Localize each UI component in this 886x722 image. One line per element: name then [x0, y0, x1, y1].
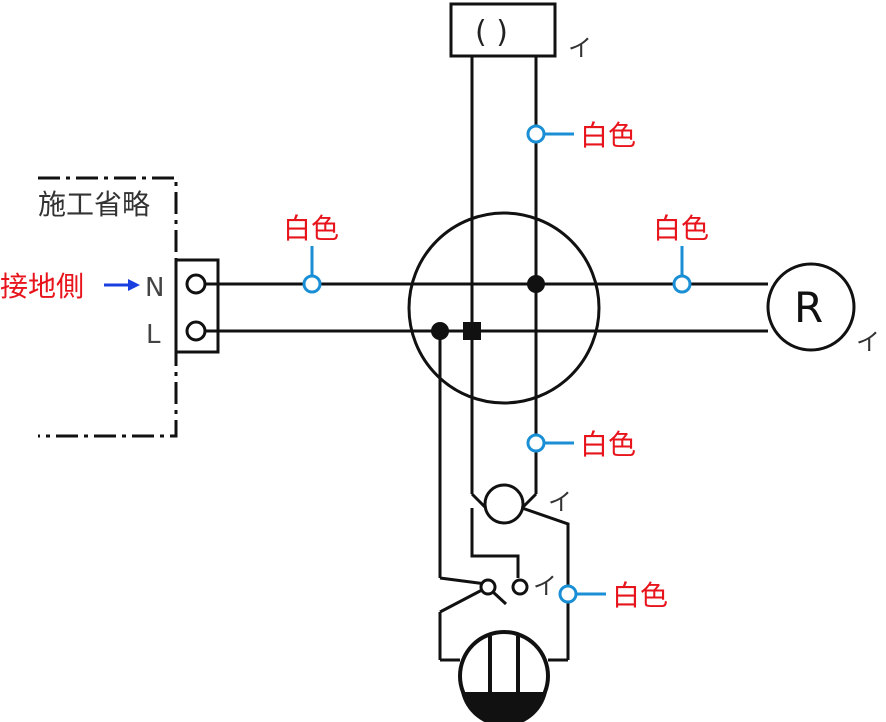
switch: [438, 576, 529, 660]
ground-side-label: 接地側: [0, 270, 84, 303]
white-marker-right: [672, 246, 692, 294]
junction-box: [407, 211, 601, 405]
ring-sleeve-square: [463, 322, 481, 340]
omitted-label: 施工省略: [38, 188, 150, 221]
white-marker-bottom: [558, 584, 606, 604]
pilot-lamp-i: イ: [548, 488, 572, 516]
switch-i: イ: [533, 572, 557, 600]
terminal-n-label: N: [145, 273, 164, 303]
white-label-left: 白色: [283, 212, 339, 245]
top-fixture-label: ( ): [475, 15, 508, 50]
white-label-top: 白色: [580, 119, 636, 152]
top-fixture-box: [449, 2, 557, 58]
terminal-block: [174, 258, 220, 354]
white-label-bottom: 白色: [612, 579, 668, 612]
top-fixture-i: イ: [568, 34, 592, 62]
terminal-l-label: L: [146, 320, 161, 350]
white-marker-mid: [526, 433, 574, 453]
white-label-right: 白色: [653, 212, 709, 245]
outlet-r: [766, 262, 856, 352]
ring-sleeve-dot-l: [431, 322, 449, 340]
pilot-lamp: [470, 483, 570, 660]
ground-arrow-icon: [104, 279, 140, 291]
outlet-r-label: R: [794, 283, 823, 332]
bottom-receptacle: [440, 630, 568, 722]
ring-sleeve-dot-n: [527, 275, 545, 293]
white-marker-top: [526, 124, 574, 144]
white-label-mid: 白色: [580, 428, 636, 461]
outlet-r-i: イ: [856, 328, 880, 356]
white-marker-left: [302, 246, 322, 294]
